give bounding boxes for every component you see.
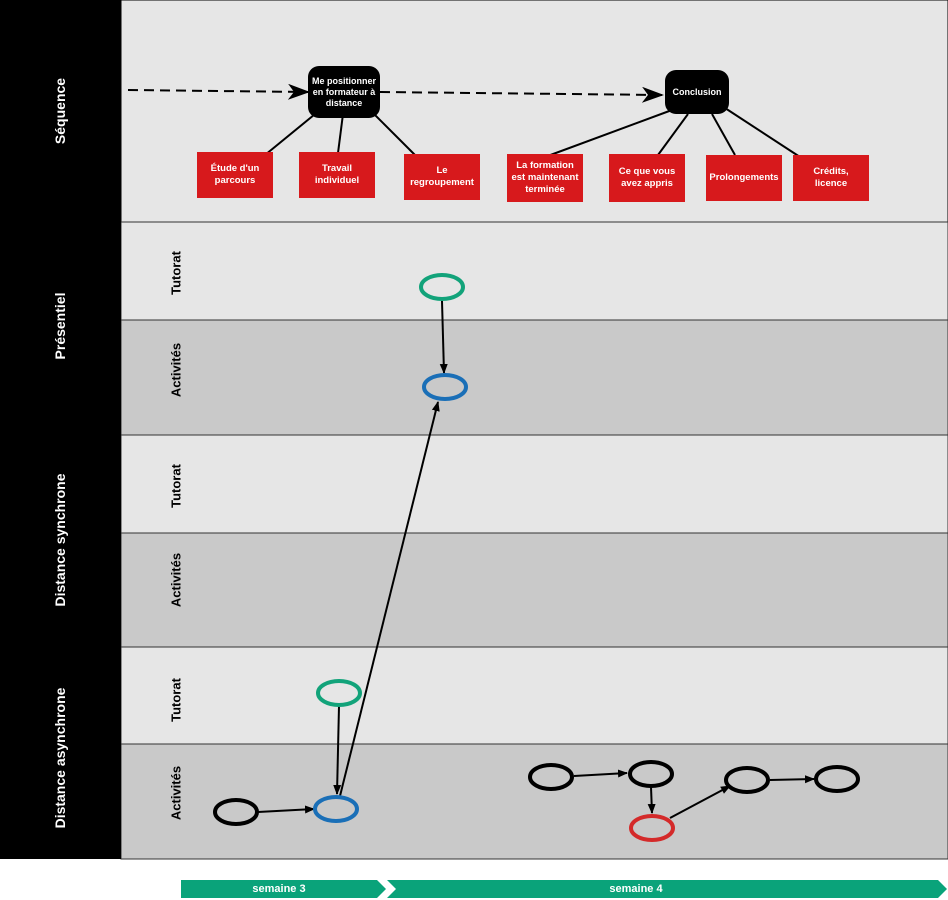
- flow-arrow: [257, 805, 315, 814]
- flow-arrow: [573, 769, 628, 778]
- activity-node-alert[interactable]: [629, 814, 675, 842]
- activity-node[interactable]: [814, 765, 860, 793]
- lane-sync-tutorat: [120, 434, 948, 534]
- branch-line: [724, 107, 801, 158]
- task-prolongements[interactable]: Prolongements: [706, 155, 782, 201]
- flow-arrow: [669, 785, 731, 819]
- module-node-positionner[interactable]: Me positionner en formateur à distance: [308, 66, 380, 118]
- activity-node[interactable]: [528, 763, 574, 791]
- task-etude-parcours[interactable]: Étude d'un parcours: [197, 152, 273, 198]
- flow-arrow: [439, 300, 448, 374]
- branch-line: [544, 109, 673, 158]
- activity-node[interactable]: [422, 373, 468, 401]
- lane-label-activites: Activités: [168, 552, 184, 608]
- branch-line: [657, 113, 689, 156]
- task-regroupement[interactable]: Le regroupement: [404, 154, 480, 200]
- lane-label-activites: Activités: [168, 765, 184, 821]
- group-label-presentiel: Présentiel: [52, 292, 68, 360]
- week-4-bar: [387, 880, 947, 898]
- branch-line: [711, 113, 736, 156]
- activity-node[interactable]: [213, 798, 259, 826]
- activity-node[interactable]: [724, 766, 770, 794]
- lane-async-activites: [120, 743, 948, 860]
- activity-node[interactable]: [313, 795, 359, 823]
- week-3-label: semaine 3: [252, 883, 306, 895]
- lane-label-activites: Activités: [168, 342, 184, 398]
- lane-sync-activites: [120, 532, 948, 648]
- tutorat-node[interactable]: [419, 273, 465, 301]
- flow-arrow: [333, 705, 342, 795]
- week-3-bar: [181, 880, 386, 898]
- group-label-async: Distance asynchrone: [52, 687, 68, 829]
- left-header-column: [0, 0, 121, 859]
- branch-line: [369, 109, 416, 156]
- lane-presentiel-tutorat: [120, 221, 948, 321]
- lane-label-tutorat: Tutorat: [168, 678, 184, 722]
- module-node-conclusion[interactable]: Conclusion: [665, 70, 729, 114]
- task-formation-terminee[interactable]: La formation est maintenant terminée: [507, 154, 583, 202]
- lane-label-tutorat: Tutorat: [168, 464, 184, 508]
- week-4-label: semaine 4: [609, 883, 663, 895]
- sequence-dashed-line-1: [127, 83, 310, 100]
- task-credits-licence[interactable]: Crédits, licence: [793, 155, 869, 201]
- task-ce-que-vous-avez-appris[interactable]: Ce que vous avez appris: [609, 154, 685, 202]
- branch-line: [337, 113, 344, 154]
- task-travail-individuel[interactable]: Travail individuel: [299, 152, 375, 198]
- activity-node[interactable]: [628, 760, 674, 788]
- group-label-sync: Distance synchrone: [52, 473, 68, 607]
- lane-async-tutorat: [120, 646, 948, 745]
- flow-arrow: [339, 401, 440, 797]
- lane-presentiel-activites: [120, 319, 948, 436]
- flow-arrow: [769, 775, 815, 784]
- group-label-sequence: Séquence: [52, 77, 68, 145]
- branch-line: [264, 109, 321, 156]
- tutorat-node[interactable]: [316, 679, 362, 707]
- flow-arrow: [647, 786, 656, 814]
- lane-label-tutorat: Tutorat: [168, 251, 184, 295]
